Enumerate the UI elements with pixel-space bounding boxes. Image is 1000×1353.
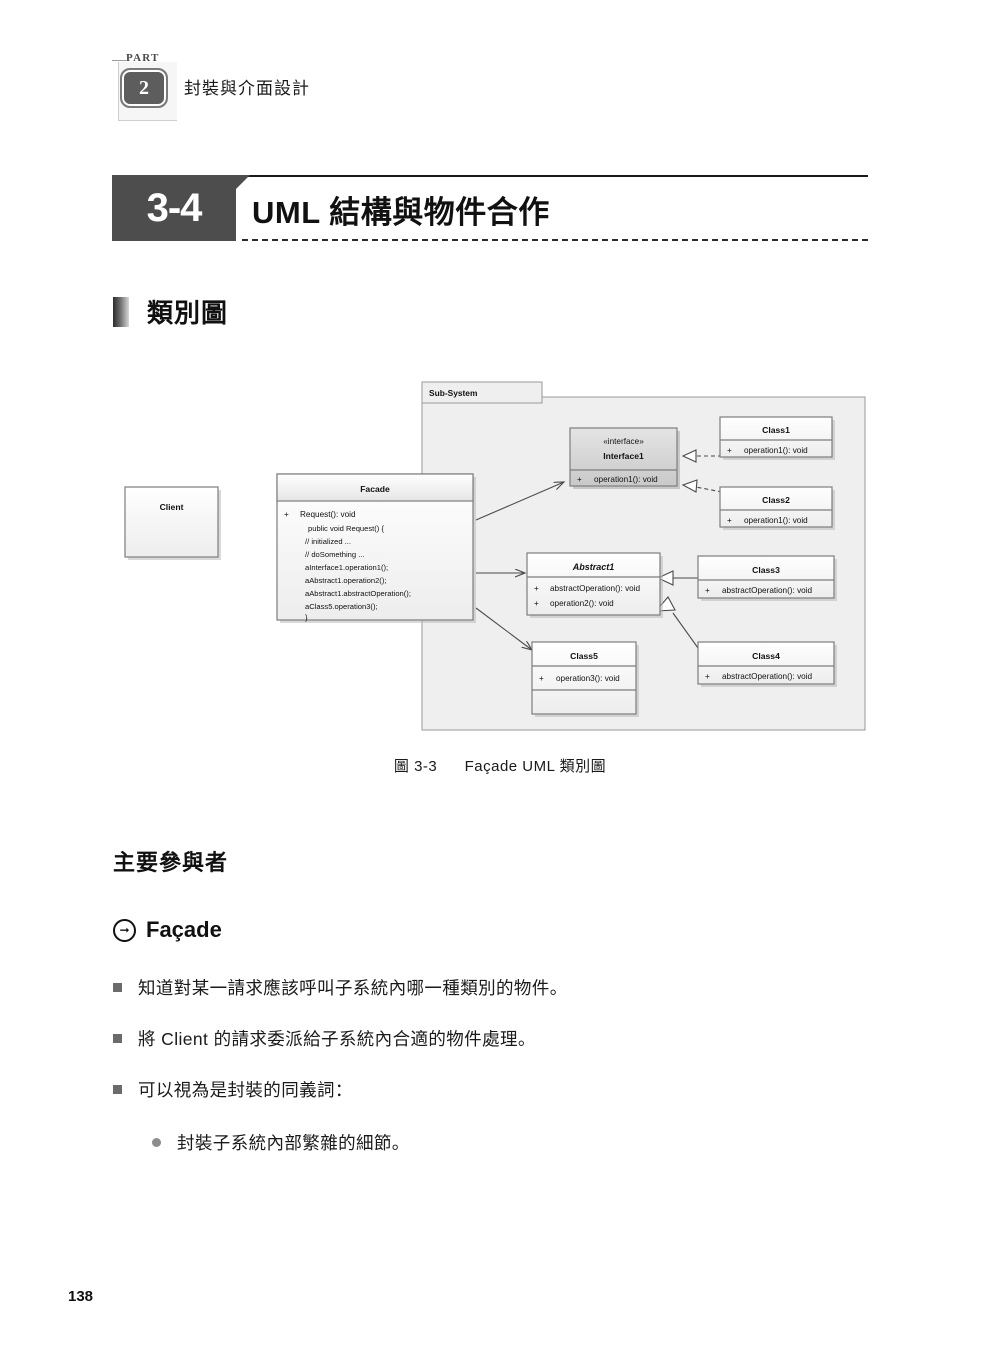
bullet-dot-icon	[152, 1138, 161, 1147]
uml-facade-code-2: // doSomething ...	[305, 550, 365, 559]
edge-facade-interface1	[475, 482, 564, 521]
uml-class-abstract1: Abstract1 + abstractOperation(): void + …	[526, 552, 663, 618]
sub-list-item-text: 封裝子系統內部繁雜的細節。	[177, 1133, 410, 1153]
uml-facade-code-7: }	[305, 613, 308, 622]
uml-class1-member-0-sig: operation1(): void	[744, 446, 808, 455]
bullet-square-icon	[113, 1085, 122, 1094]
uml-abstract1-member-1-sig: operation2(): void	[550, 599, 614, 608]
part-word-label: PART	[126, 52, 160, 64]
uml-class-diagram: Sub-System Client Facade +	[100, 370, 890, 740]
heading-facade: ➞ Façade	[113, 917, 222, 943]
uml-class2-member-0-vis: +	[727, 516, 732, 525]
bullet-square-icon	[113, 1034, 122, 1043]
uml-class-class3: Class3 + abstractOperation(): void	[697, 555, 837, 601]
uml-class-client: Client	[124, 486, 221, 560]
subheading: 類別圖	[113, 293, 228, 330]
uml-class5-member-0-vis: +	[539, 674, 544, 683]
figure-caption-label: 圖 3-3	[393, 758, 438, 775]
heading-facade-text: Façade	[146, 917, 222, 942]
list-item-text: 將 Client 的請求委派給子系統內合適的物件處理。	[138, 1029, 536, 1049]
uml-facade-code-6: aClass5.operation3();	[305, 602, 378, 611]
edge-facade-class5	[475, 607, 532, 650]
uml-abstract1-name: Abstract1	[572, 562, 615, 572]
section-heading: 3-4 UML 結構與物件合作	[112, 175, 868, 247]
uml-abstract1-member-1-vis: +	[534, 599, 539, 608]
subheading-marker-icon	[113, 296, 129, 327]
uml-class1-member-0-vis: +	[727, 446, 732, 455]
section-title: UML 結構與物件合作	[252, 195, 550, 230]
list-item-text: 知道對某一請求應該呼叫子系統內哪一種類別的物件。	[138, 978, 568, 998]
heading-participants: 主要參與者	[113, 850, 229, 875]
uml-interface1-stereotype: «interface»	[603, 437, 644, 446]
uml-facade-code-3: aInterface1.operation1();	[305, 563, 388, 572]
uml-class-facade: Facade + Request(): void public void Req…	[276, 473, 476, 623]
section-top-rule	[240, 175, 868, 177]
sub-list-item: 封裝子系統內部繁雜的細節。	[152, 1130, 410, 1155]
list-item: 將 Client 的請求委派給子系統內合適的物件處理。	[113, 1026, 536, 1051]
page-number: 138	[68, 1288, 94, 1305]
uml-class5-member-0-sig: operation3(): void	[556, 674, 620, 683]
part-number: 2	[139, 77, 149, 99]
uml-class2-name: Class2	[762, 495, 790, 505]
part-header: PART 2 封裝與介面設計	[112, 52, 532, 124]
uml-class3-name: Class3	[752, 565, 780, 575]
uml-interface1-member-0-vis: +	[577, 475, 582, 484]
uml-class4-member-0-sig: abstractOperation(): void	[722, 672, 813, 681]
bullet-square-icon	[113, 983, 122, 992]
uml-facade-operation: Request(): void	[300, 510, 356, 519]
realization-arrow-class1	[681, 449, 697, 463]
uml-abstract1-member-0-sig: abstractOperation(): void	[550, 584, 641, 593]
uml-class5-name: Class5	[570, 651, 598, 661]
section-number-box: 3-4	[112, 175, 250, 241]
uml-class4-name: Class4	[752, 651, 780, 661]
part-title: 封裝與介面設計	[184, 79, 310, 98]
uml-class-class5: Class5 + operation3(): void	[531, 641, 639, 717]
list-item: 知道對某一請求應該呼叫子系統內哪一種類別的物件。	[113, 975, 568, 1000]
part-word-rule	[112, 60, 126, 61]
figure-caption-text: Façade UML 類別圖	[464, 758, 607, 775]
uml-class-class2: Class2 + operation1(): void	[719, 486, 835, 530]
uml-facade-code-0: public void Request() {	[308, 524, 384, 533]
section-dashed-rule	[242, 239, 868, 241]
edge-class4-abstract1	[672, 612, 699, 649]
uml-abstract1-member-0-vis: +	[534, 584, 539, 593]
uml-class-class1: Class1 + operation1(): void	[719, 416, 835, 460]
uml-facade-code-1: // initialized ...	[305, 537, 351, 546]
uml-interface-interface1: «interface» Interface1 + operation1(): v…	[569, 427, 680, 489]
section-number: 3-4	[146, 185, 203, 230]
uml-package-name: Sub-System	[429, 388, 477, 398]
figure-caption: 圖 3-3 Façade UML 類別圖	[0, 755, 1000, 776]
realization-arrow-class2	[681, 479, 698, 493]
uml-class2-member-0-sig: operation1(): void	[744, 516, 808, 525]
arrow-right-circle-icon: ➞	[113, 918, 136, 942]
uml-facade-visibility: +	[284, 510, 289, 519]
uml-class-client-name: Client	[160, 502, 184, 512]
uml-class4-member-0-vis: +	[705, 672, 710, 681]
uml-class3-member-0-sig: abstractOperation(): void	[722, 586, 813, 595]
subheading-text: 類別圖	[147, 298, 229, 328]
list-item-text: 可以視為是封裝的同義詞：	[138, 1080, 353, 1100]
generalization-arrow-class3	[656, 570, 674, 586]
edge-class2-interface1	[695, 486, 723, 493]
list-item: 可以視為是封裝的同義詞：	[113, 1077, 353, 1102]
uml-interface1-member-0-sig: operation1(): void	[594, 475, 658, 484]
uml-class1-name: Class1	[762, 425, 790, 435]
uml-class3-member-0-vis: +	[705, 586, 710, 595]
uml-class-facade-name: Facade	[360, 484, 390, 494]
part-number-badge: 2	[120, 68, 168, 108]
uml-facade-code-4: aAbstract1.operation2();	[305, 576, 386, 585]
uml-facade-code-5: aAbstract1.abstractOperation();	[305, 589, 411, 598]
uml-class-class4: Class4 + abstractOperation(): void	[697, 641, 837, 687]
uml-interface1-name: Interface1	[603, 451, 644, 461]
